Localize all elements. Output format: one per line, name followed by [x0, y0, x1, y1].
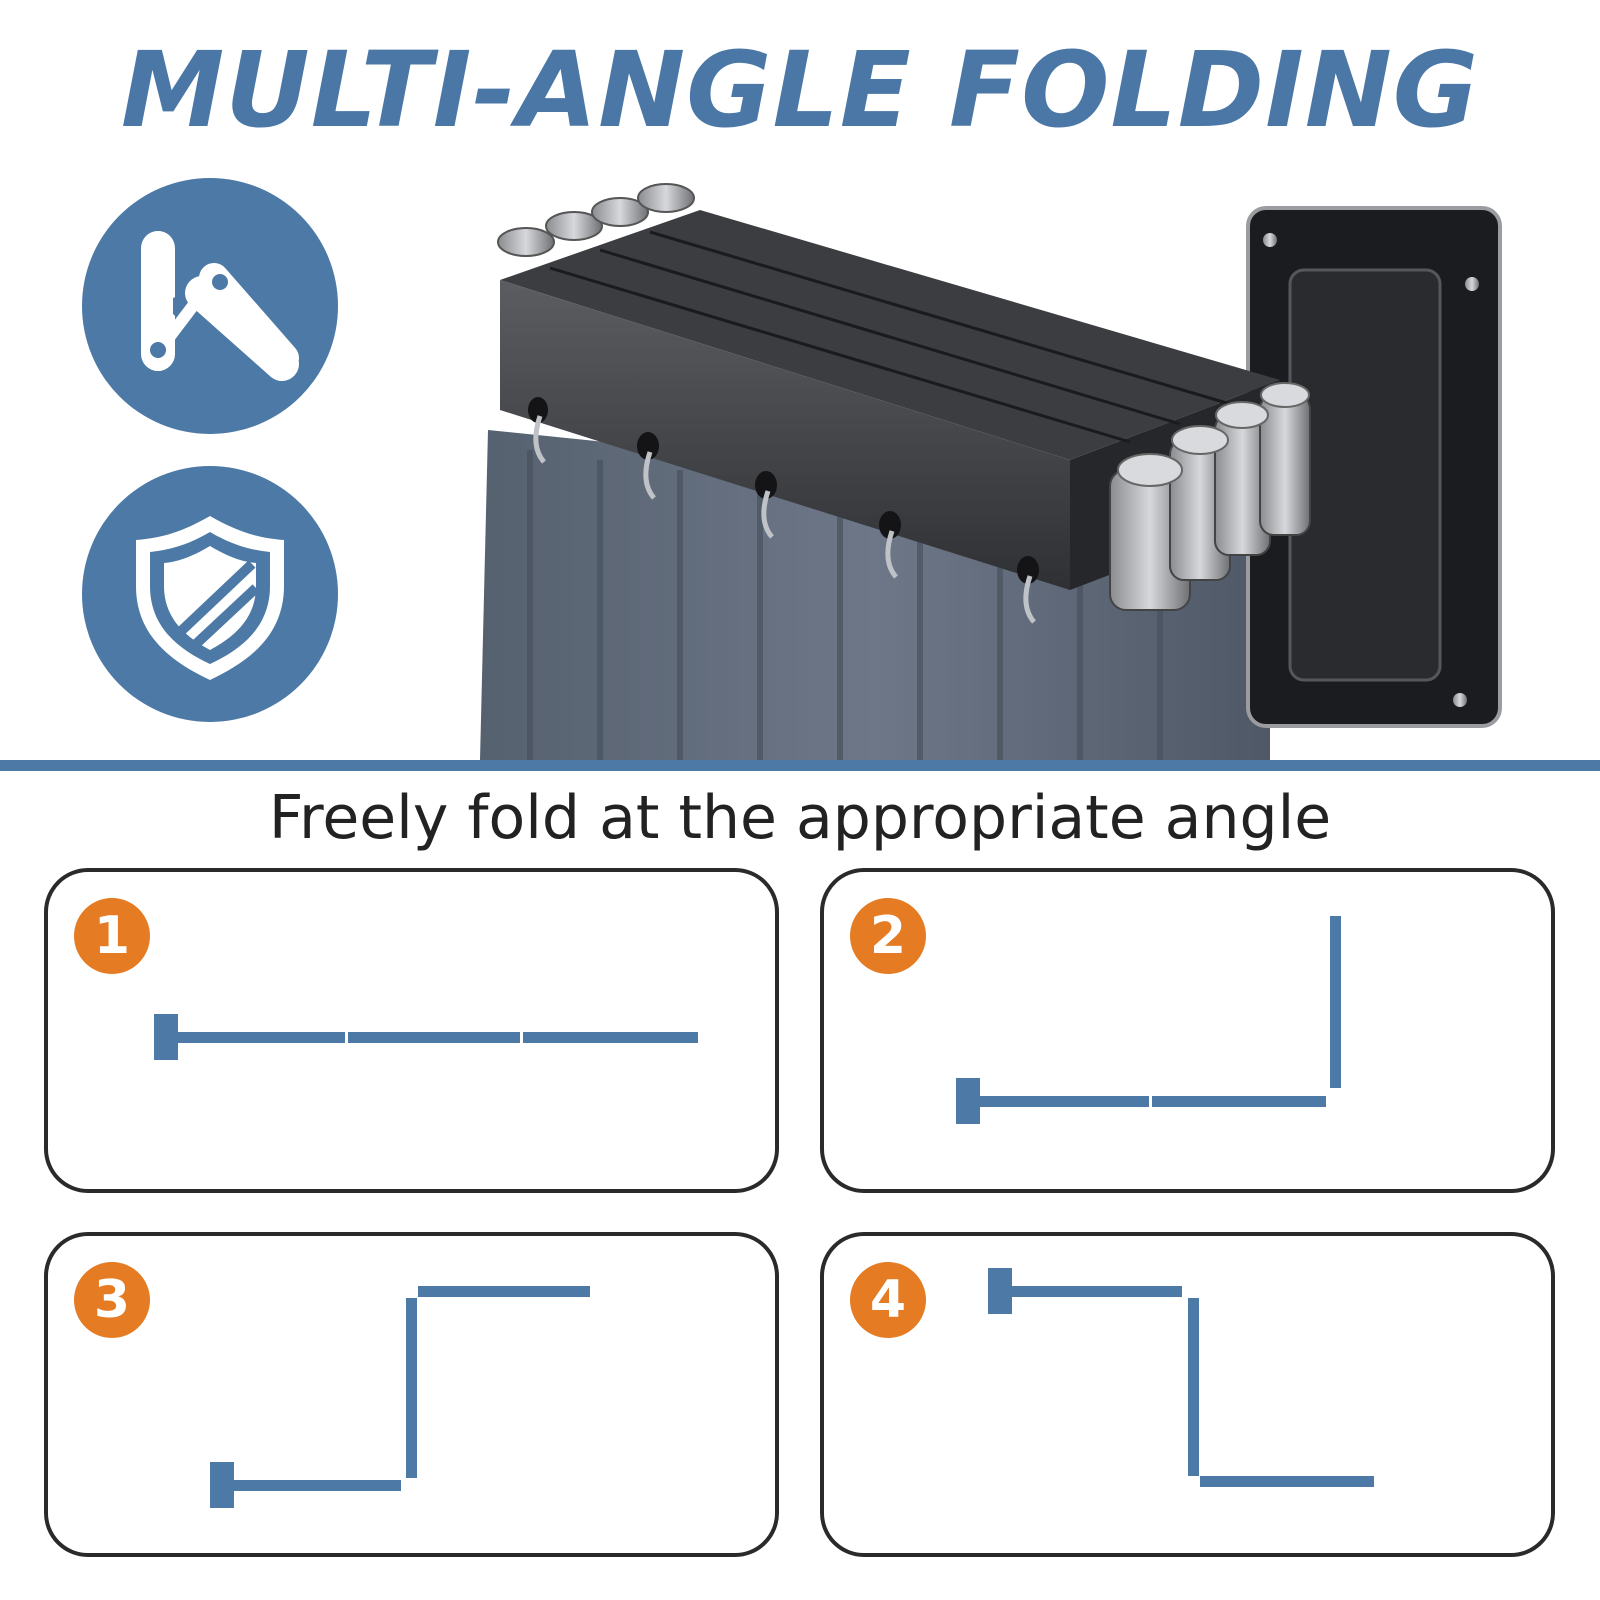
fold-option-panel-2: 2 — [820, 868, 1555, 1193]
fold-option-panel-4: 4 — [820, 1232, 1555, 1557]
step-number-badge: 2 — [850, 898, 926, 974]
folding-arm-icon — [141, 231, 299, 381]
fold-diagram-l-shape — [956, 916, 1341, 1124]
fold-option-panel-1: 1 — [44, 868, 779, 1193]
section-divider — [0, 760, 1600, 771]
step-number-badge: 1 — [74, 898, 150, 974]
protection-feature-badge — [82, 466, 338, 722]
page-title: MULTI-ANGLE FOLDING — [120, 29, 1480, 151]
step-number-badge: 4 — [850, 1262, 926, 1338]
fold-diagram-straight — [154, 1014, 698, 1060]
fold-option-panel-3: 3 — [44, 1232, 779, 1557]
folding-feature-badge — [82, 178, 338, 434]
folding-curtain-rod-product — [470, 180, 1510, 769]
shield-icon — [136, 516, 284, 680]
subtitle: Freely fold at the appropriate angle — [268, 783, 1332, 853]
step-number-badge: 3 — [74, 1262, 150, 1338]
fold-diagram-u-shape — [988, 1268, 1374, 1487]
fold-diagram-z-shape — [210, 1286, 590, 1508]
